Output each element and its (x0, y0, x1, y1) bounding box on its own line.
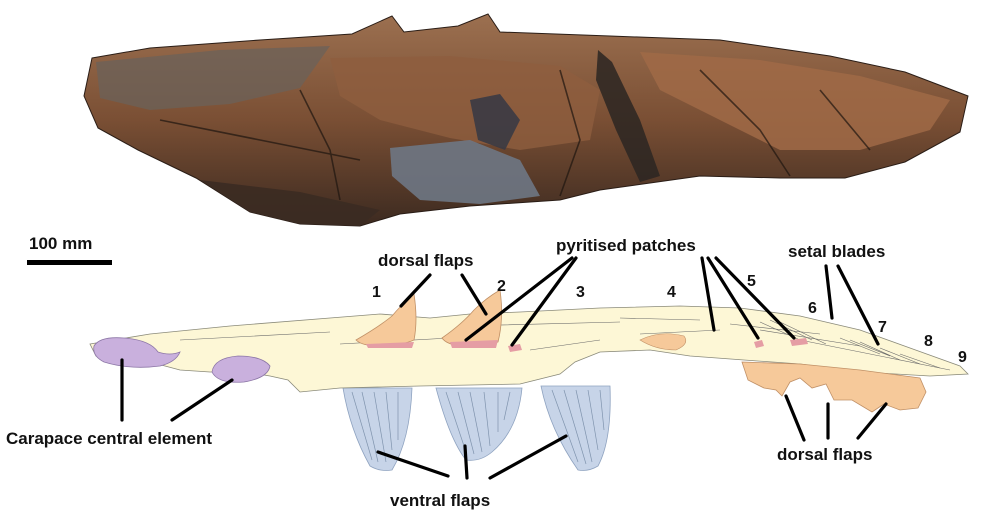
label-pyritised-patches: pyritised patches (556, 236, 696, 255)
rock-face-center (330, 56, 600, 150)
segment-number-5: 5 (747, 273, 756, 290)
segment-number-1: 1 (372, 284, 381, 301)
fossil-photo-icon (83, 13, 969, 227)
rock-face-right (640, 52, 950, 150)
dorsal-flap-small (639, 333, 687, 351)
label-ventral-flaps: ventral flaps (390, 491, 490, 510)
ventral-flap-2 (435, 387, 523, 461)
scale-bar-label: 100 mm (29, 234, 92, 253)
pyrite-patch-5 (790, 338, 808, 346)
pyrite-patch-1 (366, 342, 414, 348)
carapace-element-1 (93, 337, 181, 368)
label-dorsal-flaps-bottom: dorsal flaps (777, 445, 872, 464)
dorsal-flap-cluster (741, 361, 927, 413)
label-dorsal-flaps-top: dorsal flaps (378, 251, 473, 270)
rock-highlight-left (96, 46, 330, 110)
rock-shadow-crack-2 (470, 94, 520, 150)
segment-number-2: 2 (497, 278, 506, 295)
segment-number-6: 6 (808, 300, 817, 317)
segment-number-9: 9 (958, 349, 967, 366)
pyritised-patches (366, 338, 808, 352)
rock-grey-patch (390, 140, 540, 204)
rock-lower-edge (200, 180, 380, 226)
label-carapace-central-element: Carapace central element (6, 429, 212, 448)
ventral-flap-veins (351, 389, 605, 465)
rock-shadow-crack (596, 50, 660, 182)
leader-lines (120, 256, 888, 480)
label-setal-blades: setal blades (788, 242, 885, 261)
rock-crack-lines (159, 69, 871, 201)
segment-number-3: 3 (576, 284, 585, 301)
segment-number-4: 4 (667, 284, 676, 301)
ventral-flap-1 (342, 387, 413, 471)
pyrite-patch-4 (754, 340, 764, 348)
carapace-element-2 (211, 355, 271, 383)
ventral-flaps (342, 385, 611, 471)
segment-number-7: 7 (878, 319, 887, 336)
pyrite-patch-2 (450, 340, 498, 348)
setal-blade-strokes (759, 319, 941, 369)
scale-bar (27, 260, 112, 265)
segment-number-8: 8 (924, 333, 933, 350)
